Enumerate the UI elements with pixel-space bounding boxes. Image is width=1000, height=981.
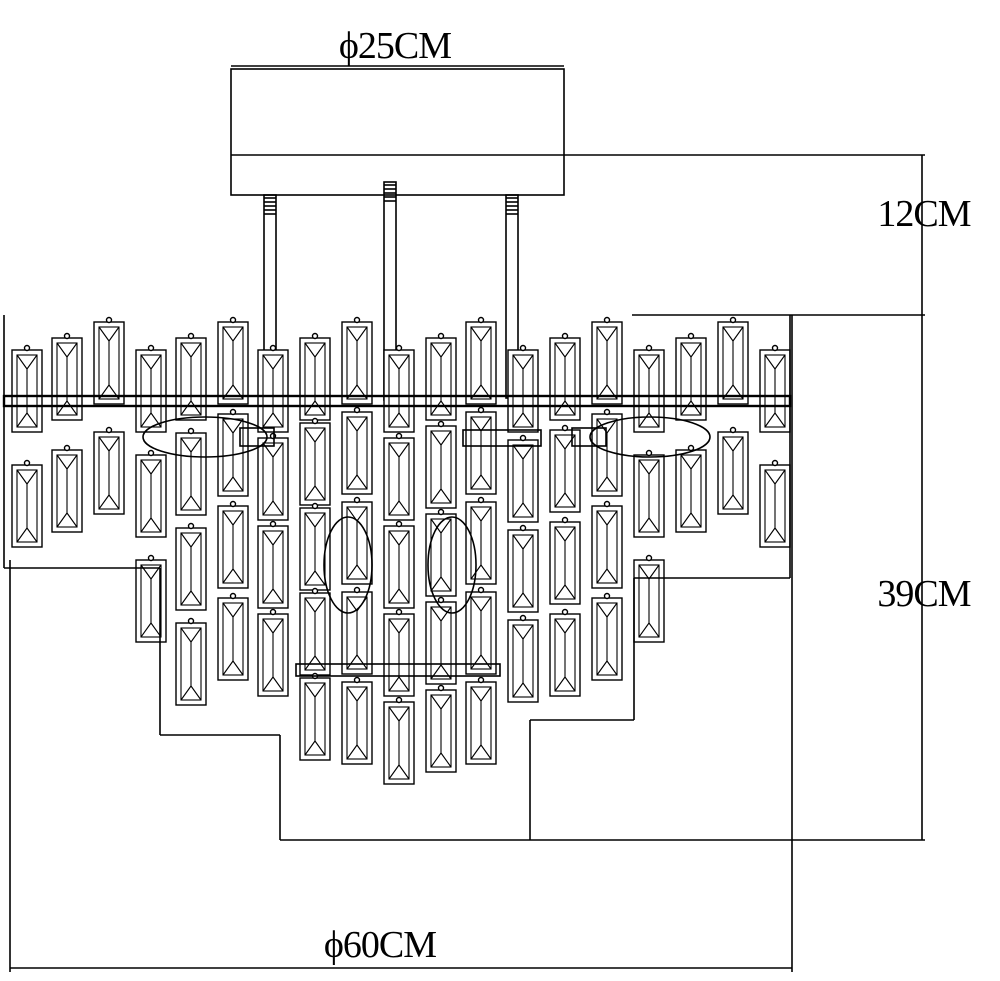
crystal-prism: [383, 432, 415, 521]
crystal-prism: [257, 608, 289, 697]
crystal-prism: [425, 684, 457, 773]
crystal-prism: [299, 672, 331, 761]
crystal-prism: [549, 516, 581, 605]
candle-bulb-center-left: [323, 516, 373, 614]
crystal-prism: [299, 587, 331, 676]
crystal-prism: [135, 449, 167, 538]
crystal-prism: [507, 614, 539, 703]
crystal-prism: [257, 344, 289, 433]
crystal-prism: [507, 524, 539, 613]
body-height-label: 39CM: [877, 573, 970, 615]
crystal-prism: [175, 617, 207, 706]
crystal-prism: [93, 426, 125, 515]
crystal-prism: [591, 500, 623, 589]
crystal-prism: [11, 344, 43, 433]
crystal-prism: [425, 596, 457, 685]
dimension-lines: [9, 65, 925, 972]
crystal-prism: [51, 444, 83, 533]
crystal-prism: [675, 444, 707, 533]
crystal-prism: [633, 344, 665, 433]
frame-bar: [2, 394, 792, 408]
crystal-prism: [383, 608, 415, 697]
crystal-prism: [717, 316, 749, 405]
crystal-prism: [549, 424, 581, 513]
crystal-prism: [135, 554, 167, 643]
crystal-prism: [93, 316, 125, 405]
crystal-prism: [465, 496, 497, 585]
crystal-prism: [759, 459, 791, 548]
crystal-prism: [591, 408, 623, 497]
canopy-diameter-label: ϕ25CM: [339, 25, 451, 67]
crystal-prism: [633, 449, 665, 538]
socket-right: [571, 427, 607, 447]
crystal-body: [3, 314, 791, 841]
crystal-prism: [507, 434, 539, 523]
crystal-prism: [341, 676, 373, 765]
socket-left: [239, 427, 275, 447]
crystal-prism: [383, 344, 415, 433]
candle-bulb-left: [142, 416, 268, 458]
crystal-prism: [217, 316, 249, 405]
crystal-prism: [591, 592, 623, 681]
crystal-prism: [465, 586, 497, 675]
canopy: [230, 68, 565, 196]
crystal-prism: [549, 608, 581, 697]
crystal-prism: [175, 522, 207, 611]
crystal-prism: [175, 427, 207, 516]
crystal-prism: [217, 500, 249, 589]
crystal-prism: [383, 520, 415, 609]
crystal-prism: [507, 344, 539, 433]
lower-frame-bar: [295, 663, 501, 677]
crystal-prism: [759, 344, 791, 433]
crystal-prism: [465, 406, 497, 495]
crystal-prism: [135, 344, 167, 433]
crystal-prism: [633, 554, 665, 643]
crystal-prism: [465, 316, 497, 405]
crystal-prism: [425, 508, 457, 597]
crystal-prism: [299, 417, 331, 506]
socket-center: [462, 429, 542, 447]
crystal-prism: [425, 420, 457, 509]
crystal-prism: [383, 696, 415, 785]
crystal-prism: [341, 316, 373, 405]
crystal-prism: [11, 459, 43, 548]
crystal-prism: [465, 676, 497, 765]
crystal-prism: [341, 586, 373, 675]
crystal-prism: [257, 520, 289, 609]
candle-bulb-center-right: [427, 516, 477, 614]
crystal-prism: [217, 592, 249, 681]
crystal-prism: [257, 432, 289, 521]
candle-bulb-right: [589, 416, 711, 458]
crystal-prism: [341, 496, 373, 585]
frame: [2, 394, 792, 677]
overall-diameter-label: ϕ60CM: [324, 924, 436, 966]
canopy-height-label: 12CM: [877, 193, 970, 235]
crystal-prism: [341, 406, 373, 495]
crystal-prism: [717, 426, 749, 515]
crystal-prism: [591, 316, 623, 405]
canopy-body: [230, 68, 565, 196]
